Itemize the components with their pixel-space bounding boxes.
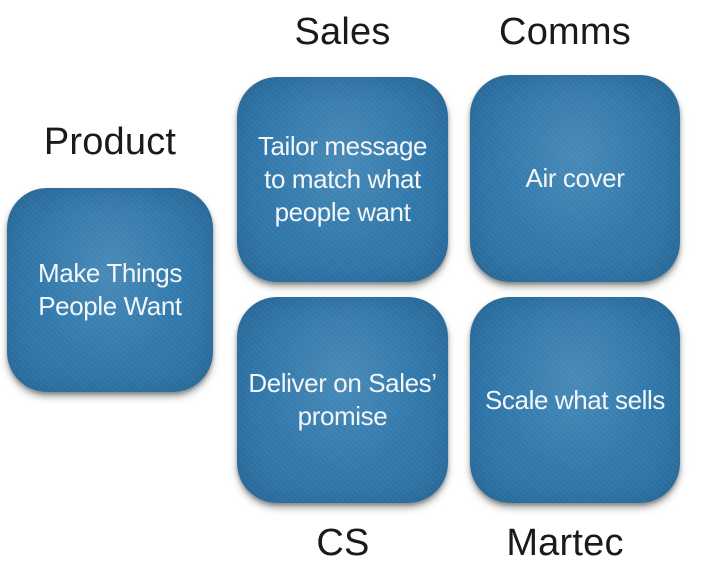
note-card-martec: Scale what sells xyxy=(470,297,680,503)
column-label-martec: Martec xyxy=(506,522,624,564)
note-text-line: Deliver on Sales’ xyxy=(248,368,437,398)
column-label-comms: Comms xyxy=(499,11,631,53)
column-label-cs: CS xyxy=(316,522,370,564)
note-text-line: Scale what sells xyxy=(484,384,666,415)
note-text-line: People Want xyxy=(38,291,182,321)
note-text-line: Air cover xyxy=(525,163,625,193)
note-text-line: Make Things xyxy=(38,258,182,288)
note-card-cs: Deliver on Sales’ promise xyxy=(237,297,448,503)
column-label-sales: Sales xyxy=(294,11,391,53)
note-text-line: people want xyxy=(274,197,411,227)
note-text-line: promise xyxy=(297,401,388,431)
note-text-line: to match what xyxy=(264,164,421,194)
note-card-comms: Air cover xyxy=(470,75,680,282)
note-text-line: Tailor message xyxy=(257,131,428,161)
note-card-product: Make Things People Want xyxy=(7,188,213,392)
column-label-product: Product xyxy=(43,121,177,163)
note-card-sales: Tailor message to match what people want xyxy=(237,77,448,282)
